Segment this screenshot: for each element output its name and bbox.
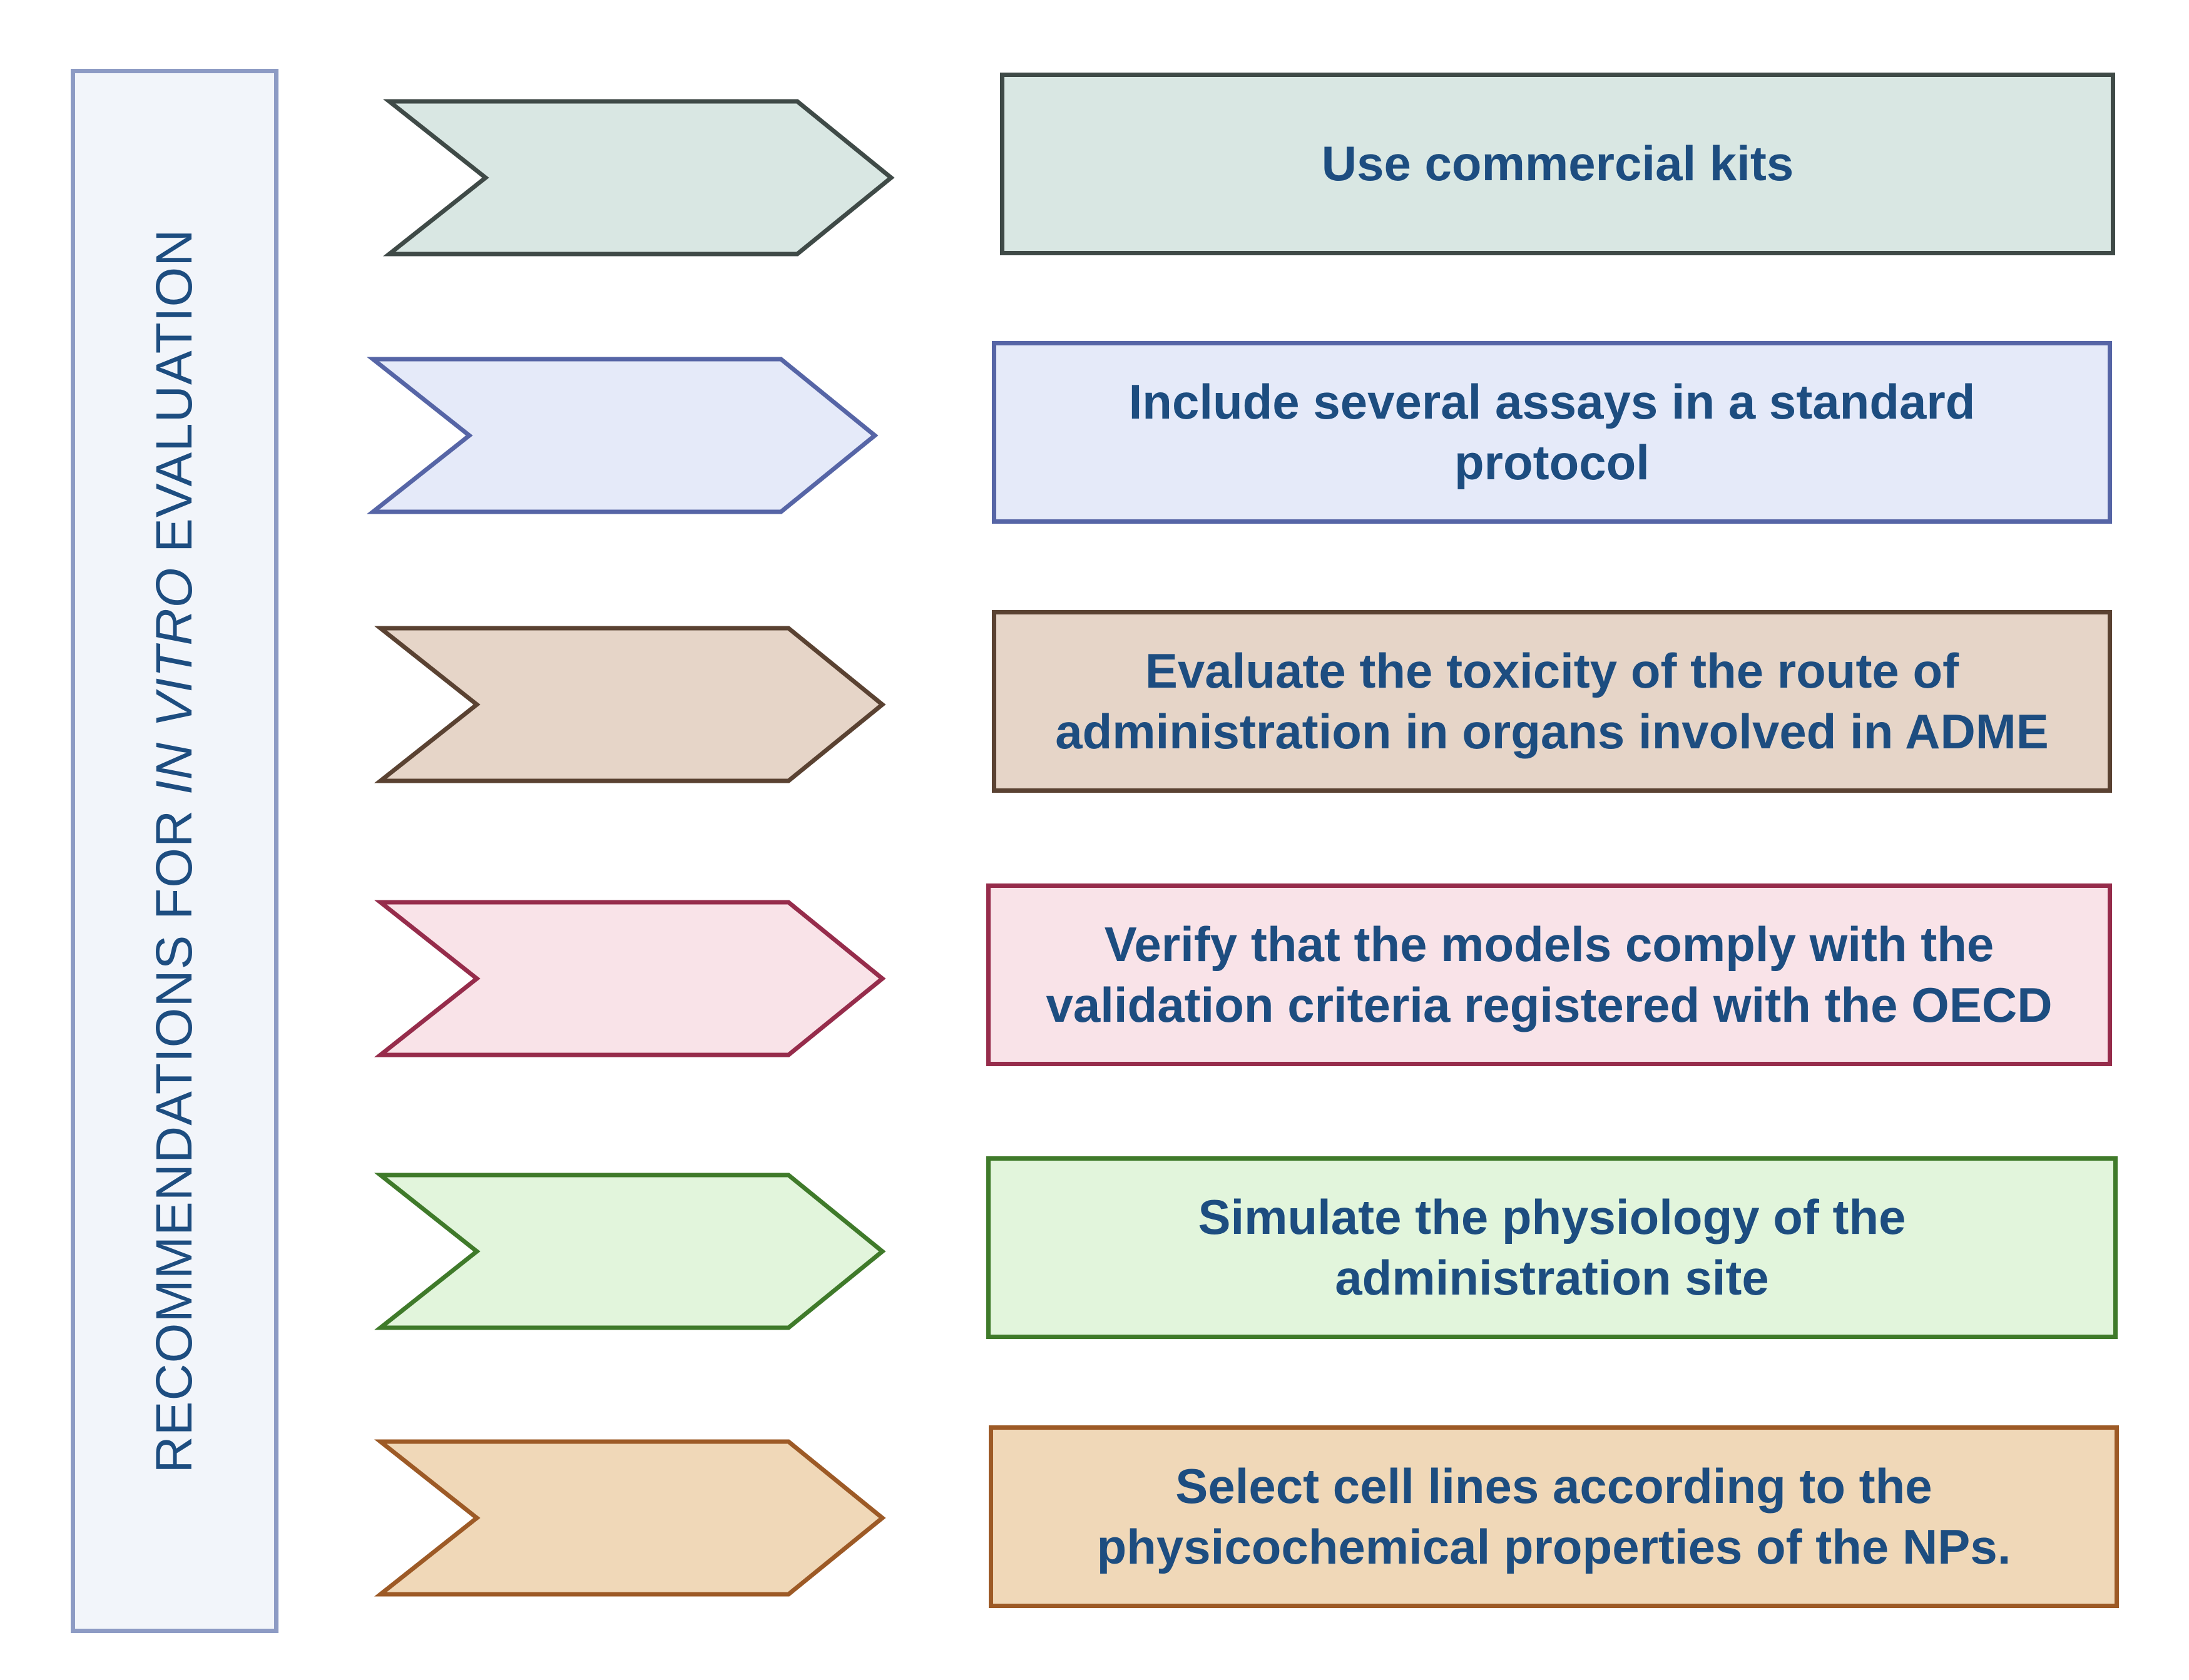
recommendation-text-2: Include several assays in a standard pro… (1128, 374, 1976, 491)
chevron-shape-1 (382, 99, 895, 257)
chevron-arrow-3 (374, 626, 886, 783)
side-label-panel: RECOMMENDATIONS FOR IN VITRO EVALUATION (71, 69, 278, 1633)
recommendation-box-2: Include several assays in a standard pro… (992, 341, 2112, 524)
recommendation-text-5: Simulate the physiology of the administr… (1198, 1189, 1906, 1306)
chevron-arrow-2 (366, 357, 879, 514)
recommendation-text-6: Select cell lines according to the physi… (1096, 1458, 2011, 1575)
chevron-arrow-6 (374, 1439, 886, 1597)
recommendation-box-3: Evaluate the toxicity of the route of ad… (992, 610, 2112, 793)
chevron-shape-5 (374, 1173, 886, 1330)
side-label-text: RECOMMENDATIONS FOR IN VITRO EVALUATION (145, 229, 204, 1474)
side-label-italic: IN VITRO (146, 567, 203, 795)
recommendation-text-1: Use commercial kits (1321, 136, 1794, 191)
chevron-arrow-5 (374, 1173, 886, 1330)
recommendation-box-1: Use commercial kits (1000, 73, 2115, 255)
chevron-shape-4 (374, 900, 886, 1057)
recommendation-box-6: Select cell lines according to the physi… (989, 1425, 2119, 1608)
recommendation-text-3: Evaluate the toxicity of the route of ad… (1055, 643, 2049, 760)
chevron-shape-6 (374, 1439, 886, 1597)
recommendation-box-4: Verify that the models comply with the v… (986, 883, 2112, 1066)
side-label-suffix: EVALUATION (146, 228, 203, 568)
side-label-prefix: RECOMMENDATIONS FOR (146, 794, 203, 1474)
chevron-arrow-1 (382, 99, 895, 257)
chevron-arrow-4 (374, 900, 886, 1057)
chevron-shape-2 (366, 357, 879, 514)
chevron-shape-3 (374, 626, 886, 783)
recommendation-text-4: Verify that the models comply with the v… (1046, 916, 2053, 1033)
recommendation-box-5: Simulate the physiology of the administr… (986, 1156, 2118, 1339)
